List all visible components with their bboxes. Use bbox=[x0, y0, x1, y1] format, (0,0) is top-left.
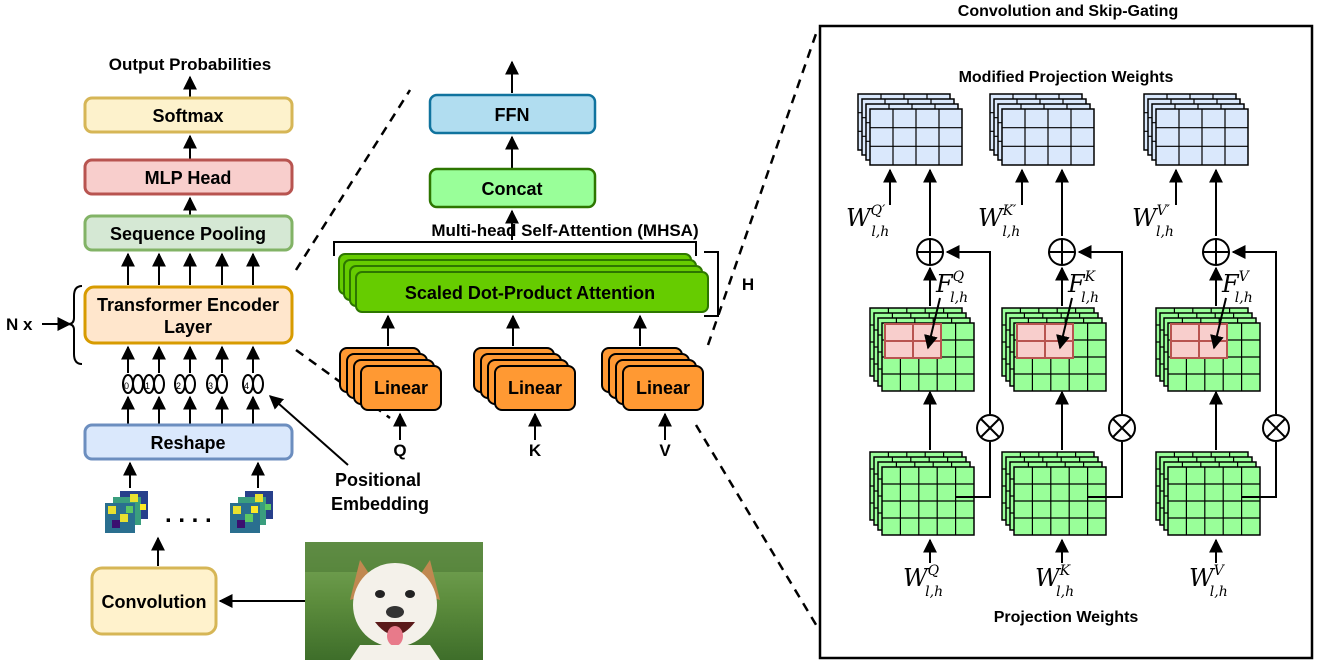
w-prime-label-q: WQ′l,h bbox=[846, 203, 889, 240]
heads-label: H bbox=[742, 275, 754, 294]
n-repeat-label: N x bbox=[6, 315, 33, 334]
encoder-label-line2: Layer bbox=[164, 317, 212, 337]
projection-weight-grid-k bbox=[1001, 451, 1107, 536]
ellipsis: . . . . bbox=[165, 501, 212, 528]
mhsa-label: Multi-head Self-Attention (MHSA) bbox=[431, 221, 698, 240]
modified-weight-grid-v bbox=[1143, 93, 1249, 166]
ffn-label: FFN bbox=[495, 105, 530, 125]
skip-gate-icon-k bbox=[1108, 414, 1136, 442]
w-prime-label-k: WK′l,h bbox=[978, 203, 1020, 240]
mhsa-bracket bbox=[333, 241, 697, 256]
encoder-label-line1: Transformer Encoder bbox=[97, 295, 279, 315]
input-q: Q bbox=[393, 441, 406, 460]
token-4: 4 bbox=[242, 374, 264, 394]
token-3: 3 bbox=[206, 374, 228, 394]
skip-add-icon-k bbox=[1048, 238, 1076, 266]
feature-patches-right bbox=[230, 491, 273, 533]
positional-label-line2: Embedding bbox=[331, 494, 429, 514]
heads-bracket bbox=[704, 251, 719, 317]
token-0: 0 bbox=[122, 374, 144, 394]
token-4-label: 4 bbox=[244, 381, 249, 391]
modified-weights-label: Modified Projection Weights bbox=[959, 69, 1174, 86]
reshape-to-token-arrows bbox=[121, 395, 260, 425]
linear-q-label: Linear bbox=[374, 378, 428, 398]
dog-image bbox=[305, 542, 483, 660]
token-to-encoder-arrows bbox=[121, 345, 260, 373]
position-tokens: 0 1 2 3 4 bbox=[122, 374, 264, 394]
ffn-box: FFN bbox=[428, 93, 597, 135]
linear-v-label: Linear bbox=[636, 378, 690, 398]
reshape-label: Reshape bbox=[150, 433, 225, 453]
filtered-weight-grid-v bbox=[1155, 307, 1261, 392]
token-2: 2 bbox=[174, 374, 196, 394]
convolution-label: Convolution bbox=[102, 592, 207, 612]
filtered-weight-grid-k bbox=[1001, 307, 1107, 392]
skip-add-icon-v bbox=[1202, 238, 1230, 266]
projection-weight-grid-v bbox=[1155, 451, 1261, 536]
transformer-encoder-box: Transformer Encoder Layer bbox=[83, 285, 294, 345]
input-v: V bbox=[659, 441, 671, 460]
skip-gate-icon-q bbox=[976, 414, 1004, 442]
token-3-label: 3 bbox=[208, 381, 213, 391]
feature-patches-left bbox=[105, 491, 148, 533]
linear-v: Linear bbox=[601, 347, 704, 411]
output-probabilities-label: Output Probabilities bbox=[109, 55, 271, 74]
concat-box: Concat bbox=[428, 167, 597, 209]
softmax-label: Softmax bbox=[152, 106, 223, 126]
linear-q: Linear bbox=[339, 347, 442, 411]
mlp-head-label: MLP Head bbox=[145, 168, 232, 188]
mlp-head-box: MLP Head bbox=[83, 158, 294, 196]
encoder-to-pooling-arrows bbox=[121, 252, 260, 285]
right-panel-title: Convolution and Skip-Gating bbox=[958, 3, 1178, 20]
skip-gate-icon-v bbox=[1262, 414, 1290, 442]
linear-k-label: Linear bbox=[508, 378, 562, 398]
reshape-box: Reshape bbox=[83, 423, 294, 461]
token-0-label: 0 bbox=[124, 381, 129, 391]
positional-arrow bbox=[268, 395, 349, 466]
w-prime-label-v: WV′l,h bbox=[1132, 203, 1174, 240]
zoom-line-right-bottom bbox=[694, 424, 820, 629]
skip-add-icon-q bbox=[916, 238, 944, 266]
token-1: 1 bbox=[143, 374, 165, 394]
sequence-pooling-label: Sequence Pooling bbox=[110, 224, 266, 244]
concat-label: Concat bbox=[481, 179, 542, 199]
positional-label-line1: Positional bbox=[335, 470, 421, 490]
projection-weight-grid-q bbox=[869, 451, 975, 536]
attention-stack: Scaled Dot-Product Attention bbox=[338, 253, 709, 313]
repeat-brace bbox=[67, 285, 83, 365]
filtered-weight-grid-q bbox=[869, 307, 975, 392]
right-panel-frame bbox=[818, 24, 1314, 660]
zoom-line-right-top bbox=[706, 27, 820, 346]
token-2-label: 2 bbox=[176, 381, 181, 391]
modified-weight-grid-q bbox=[857, 93, 963, 166]
linear-k: Linear bbox=[473, 347, 576, 411]
token-1-label: 1 bbox=[145, 381, 150, 391]
input-k: K bbox=[529, 441, 542, 460]
attention-label: Scaled Dot-Product Attention bbox=[405, 283, 655, 303]
convolution-box: Convolution bbox=[90, 566, 218, 636]
softmax-box: Softmax bbox=[83, 96, 294, 134]
modified-weight-grid-k bbox=[989, 93, 1095, 166]
projection-weights-label: Projection Weights bbox=[994, 609, 1139, 626]
sequence-pooling-box: Sequence Pooling bbox=[83, 214, 294, 252]
zoom-line-top bbox=[294, 89, 412, 271]
